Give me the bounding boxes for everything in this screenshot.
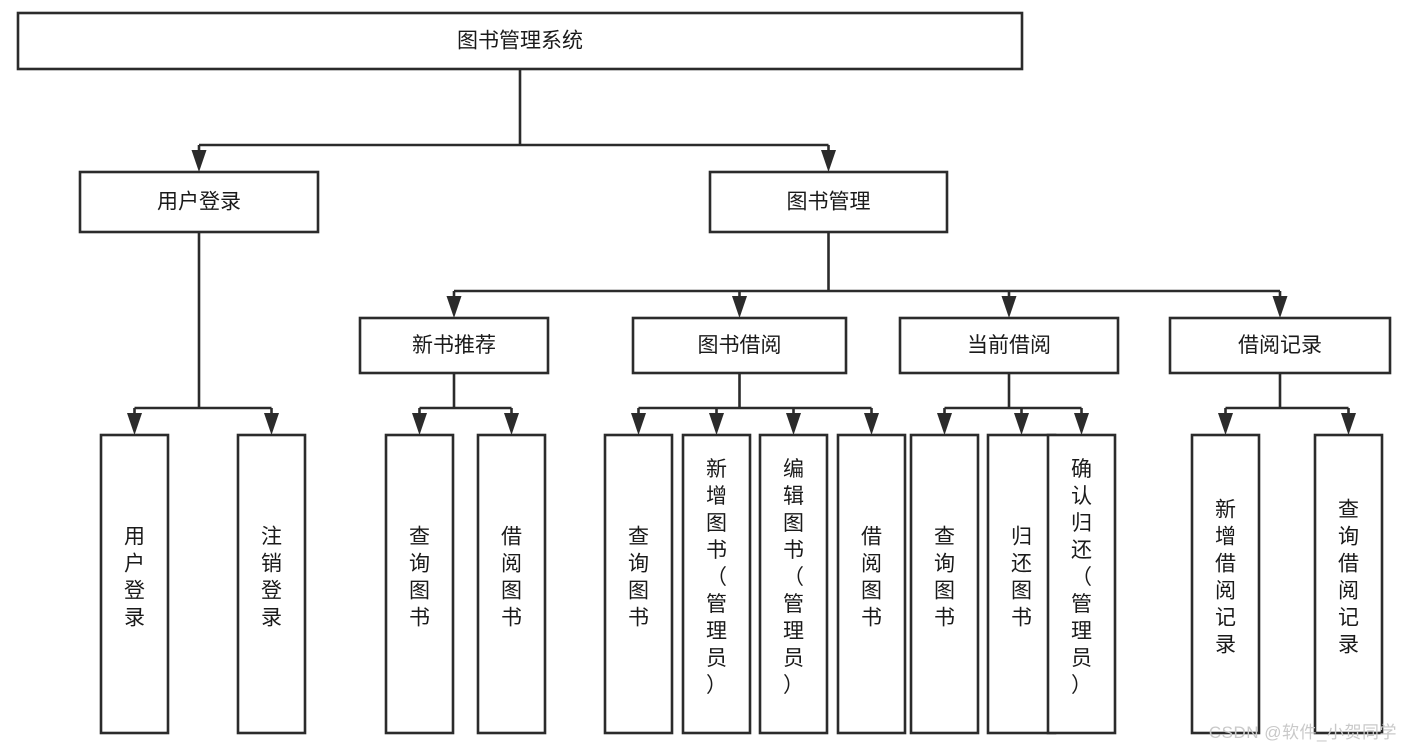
node-box-leaf-user-login xyxy=(99,433,170,735)
node-label-leaf-return-book: 归还图书 xyxy=(1011,526,1032,630)
arrow-head-icon xyxy=(821,150,836,172)
node-label-leaf-query-book-1: 查询图书 xyxy=(409,526,430,630)
node-box-leaf-add-book xyxy=(681,433,752,735)
node-label-leaf-query-book-2: 查询图书 xyxy=(628,526,649,630)
node-leaf-edit-book[interactable]: 编辑图书（管理员） xyxy=(758,433,829,735)
node-box-book-manage xyxy=(708,170,949,234)
edge-group-user-login xyxy=(127,232,279,435)
arrow-head-icon xyxy=(1218,413,1233,435)
node-leaf-query-record[interactable]: 查询借阅记录 xyxy=(1313,433,1384,735)
node-layer: 图书管理系统用户登录图书管理新书推荐图书借阅当前借阅借阅记录用户登录注销登录查询… xyxy=(16,11,1392,735)
arrow-head-icon xyxy=(127,413,142,435)
node-label-leaf-query-book-3: 查询图书 xyxy=(934,526,955,630)
node-new-book-recommend[interactable]: 新书推荐 xyxy=(358,316,550,375)
node-label-leaf-borrow-book-2: 借阅图书 xyxy=(861,526,882,630)
arrow-head-icon xyxy=(264,413,279,435)
node-root[interactable]: 图书管理系统 xyxy=(16,11,1024,71)
node-box-leaf-borrow-book-2 xyxy=(836,433,907,735)
edge-group-root xyxy=(191,69,836,172)
node-leaf-logout[interactable]: 注销登录 xyxy=(236,433,307,735)
node-leaf-add-book[interactable]: 新增图书（管理员） xyxy=(681,433,752,735)
node-borrow-record[interactable]: 借阅记录 xyxy=(1168,316,1392,375)
node-leaf-user-login[interactable]: 用户登录 xyxy=(99,433,170,735)
node-box-leaf-query-book-2 xyxy=(603,433,674,735)
node-user-login[interactable]: 用户登录 xyxy=(78,170,320,234)
arrow-head-icon xyxy=(732,296,747,318)
node-leaf-query-book-2[interactable]: 查询图书 xyxy=(603,433,674,735)
node-leaf-query-book-3[interactable]: 查询图书 xyxy=(909,433,980,735)
watermark-text: CSDN @软件_小贺同学 xyxy=(1208,723,1397,742)
node-label-borrow-record: 借阅记录 xyxy=(1238,334,1322,357)
arrow-head-icon xyxy=(1341,413,1356,435)
arrow-head-icon xyxy=(191,150,207,172)
edge-group-book-borrow xyxy=(631,373,879,435)
node-book-borrow[interactable]: 图书借阅 xyxy=(631,316,848,375)
node-box-root xyxy=(16,11,1024,71)
node-box-leaf-query-book-1 xyxy=(384,433,455,735)
node-current-borrow[interactable]: 当前借阅 xyxy=(898,316,1120,375)
node-leaf-borrow-book-1[interactable]: 借阅图书 xyxy=(476,433,547,735)
node-box-leaf-logout xyxy=(236,433,307,735)
node-label-user-login: 用户登录 xyxy=(157,191,241,214)
node-leaf-query-book-1[interactable]: 查询图书 xyxy=(384,433,455,735)
node-label-leaf-query-record: 查询借阅记录 xyxy=(1338,499,1359,657)
node-box-new-book-recommend xyxy=(358,316,550,375)
node-label-book-manage: 图书管理 xyxy=(787,191,871,214)
node-box-current-borrow xyxy=(898,316,1120,375)
node-label-leaf-borrow-book-1: 借阅图书 xyxy=(501,526,522,630)
edge-group-borrow-record xyxy=(1218,373,1356,435)
arrow-head-icon xyxy=(709,413,724,435)
node-box-book-borrow xyxy=(631,316,848,375)
arrow-head-icon xyxy=(412,413,427,435)
node-label-leaf-add-book: 新增图书（管理员） xyxy=(706,458,727,697)
node-box-leaf-add-record xyxy=(1190,433,1261,735)
node-book-manage[interactable]: 图书管理 xyxy=(708,170,949,234)
arrow-head-icon xyxy=(1074,413,1089,435)
node-label-current-borrow: 当前借阅 xyxy=(967,334,1051,357)
node-leaf-borrow-book-2[interactable]: 借阅图书 xyxy=(836,433,907,735)
arrow-head-icon xyxy=(1014,413,1029,435)
node-leaf-add-record[interactable]: 新增借阅记录 xyxy=(1190,433,1261,735)
arrow-head-icon xyxy=(786,413,801,435)
arrow-head-icon xyxy=(446,296,462,318)
node-label-leaf-logout: 注销登录 xyxy=(261,526,282,630)
edge-group-book-manage xyxy=(446,232,1288,318)
node-label-root: 图书管理系统 xyxy=(457,30,583,53)
node-box-leaf-confirm-return xyxy=(1046,433,1117,735)
arrow-head-icon xyxy=(864,413,879,435)
node-label-book-borrow: 图书借阅 xyxy=(698,334,782,357)
arrow-head-icon xyxy=(1001,296,1017,318)
node-box-leaf-query-record xyxy=(1313,433,1384,735)
node-box-leaf-edit-book xyxy=(758,433,829,735)
connector-layer xyxy=(127,69,1356,435)
edge-group-current-borrow xyxy=(937,373,1089,435)
node-leaf-return-book[interactable]: 归还图书 xyxy=(986,433,1057,735)
arrow-head-icon xyxy=(937,413,952,435)
arrow-head-icon xyxy=(1272,296,1288,318)
node-label-leaf-edit-book: 编辑图书（管理员） xyxy=(783,458,804,697)
node-label-leaf-confirm-return: 确认归还（管理员） xyxy=(1071,458,1092,697)
node-label-leaf-add-record: 新增借阅记录 xyxy=(1215,499,1236,657)
node-label-new-book-recommend: 新书推荐 xyxy=(412,334,496,357)
arrow-head-icon xyxy=(631,413,646,435)
node-label-leaf-user-login: 用户登录 xyxy=(124,526,145,630)
edge-group-new-book-recommend xyxy=(412,373,519,435)
arrow-head-icon xyxy=(504,413,519,435)
node-leaf-confirm-return[interactable]: 确认归还（管理员） xyxy=(1046,433,1117,735)
node-box-user-login xyxy=(78,170,320,234)
node-box-leaf-borrow-book-1 xyxy=(476,433,547,735)
node-box-leaf-query-book-3 xyxy=(909,433,980,735)
node-box-borrow-record xyxy=(1168,316,1392,375)
